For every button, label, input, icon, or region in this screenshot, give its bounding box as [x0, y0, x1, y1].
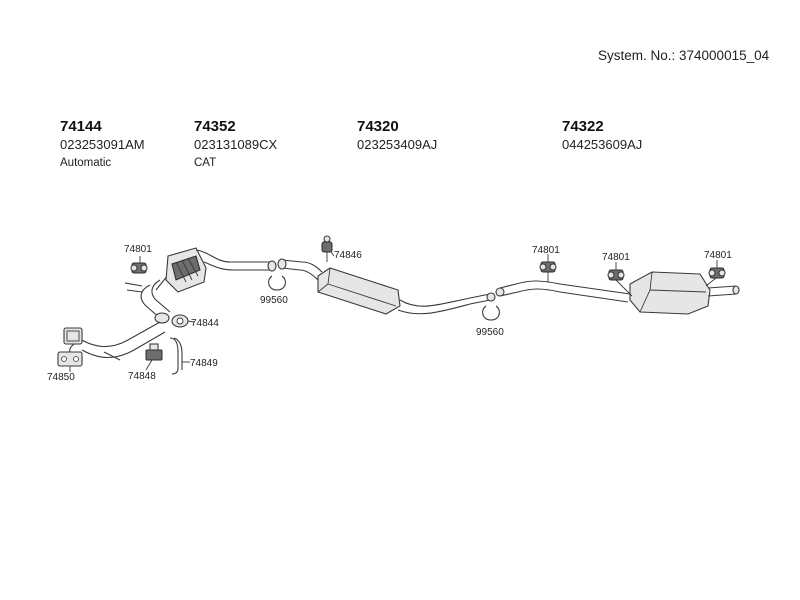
oem-number: 023253091AM [60, 137, 145, 152]
part-block-74322: 74322 044253609AJ [562, 118, 642, 153]
clamp-74846 [321, 235, 333, 262]
clamp-ring-front [268, 275, 286, 291]
oem-number: 044253609AJ [562, 137, 643, 152]
callout-74850: 74850 [47, 372, 75, 383]
part-block-74352: 74352 023131089CX CAT [194, 118, 277, 173]
callout-74801-mid: 74801 [532, 245, 560, 256]
bracket-rod-74849 [169, 337, 183, 375]
center-silencer [277, 258, 496, 315]
callout-74846: 74846 [334, 250, 362, 261]
callout-74801-front: 74801 [124, 244, 152, 255]
part-number: 74322 [562, 118, 604, 135]
part-note: CAT [194, 157, 217, 169]
part-block-74144: 74144 023253091AM Automatic [60, 118, 145, 173]
oem-number: 023131089CX [194, 137, 278, 152]
hanger-rear-right [705, 267, 726, 287]
hanger-mid [539, 261, 557, 282]
gasket-74850 [57, 351, 83, 367]
callout-74801-rear-right: 74801 [704, 250, 732, 261]
part-number: 74352 [194, 118, 236, 135]
catalytic-converter [155, 247, 277, 293]
callout-labels: 74801 74801 74801 74801 74846 99560 9956… [47, 244, 732, 383]
front-pipe [63, 279, 171, 361]
part-block-74320: 74320 023253409AJ [357, 118, 437, 153]
part-number: 74144 [60, 118, 102, 135]
bracket-74848 [145, 343, 163, 361]
callout-99560-rear: 99560 [476, 327, 504, 338]
oem-number: 023253409AJ [357, 137, 438, 152]
hanger-front [130, 262, 148, 274]
hanger-rear-left [607, 269, 633, 297]
gasket-74844 [171, 314, 189, 328]
part-number: 74320 [357, 118, 399, 135]
part-note: Automatic [60, 157, 112, 169]
callout-74801-rear-left: 74801 [602, 252, 630, 263]
callout-74848: 74848 [128, 371, 156, 382]
callout-99560-front: 99560 [260, 295, 288, 306]
callout-74844: 74844 [191, 318, 219, 329]
leader-lines [69, 251, 718, 372]
system-number: System. No.: 374000015_04 [598, 48, 770, 63]
rear-silencer [495, 271, 740, 315]
callout-74849: 74849 [190, 358, 218, 369]
clamp-ring-rear [482, 305, 500, 321]
